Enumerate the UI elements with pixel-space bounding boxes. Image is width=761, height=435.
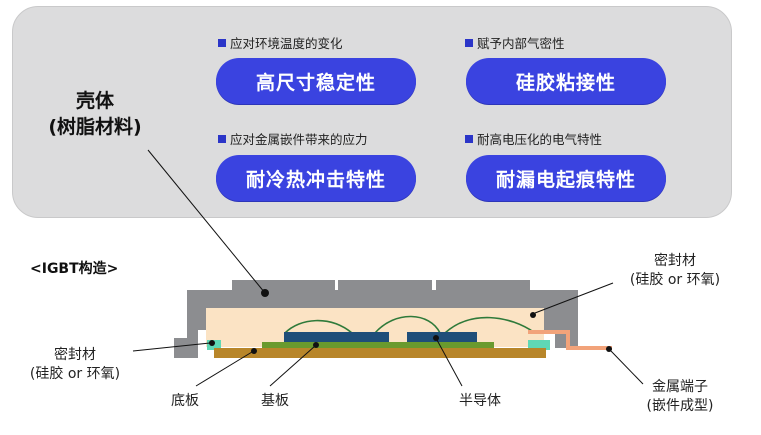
feature-note-3: 应对金属嵌件带来的应力 [218, 132, 368, 148]
label-baseplate: 底板 [171, 393, 199, 409]
shell-label-line1: 壳体 [75, 90, 114, 112]
feature-note-text: 应对金属嵌件带来的应力 [230, 132, 368, 147]
baseplate [214, 348, 546, 358]
leader-dot-sealant-right [530, 312, 536, 318]
label-sealant-right-line2: (硅胶 or 环氧) [629, 272, 721, 288]
label-sealant-left: 密封材 (硅胶 or 环氧) [20, 346, 130, 384]
leader-line-semiconductor [436, 339, 463, 387]
bond-wire [444, 316, 536, 334]
label-sealant-right-line1: 密封材 [654, 253, 696, 269]
bullet-square-icon [218, 135, 226, 143]
shell-label-line2: (树脂材料) [48, 116, 142, 138]
leader-dot-sealant-left [209, 340, 215, 346]
label-sealant-left-line2: (硅胶 or 环氧) [29, 366, 121, 382]
label-sealant-left-line1: 密封材 [54, 347, 96, 363]
label-terminal-line2: (嵌件成型) [646, 398, 714, 414]
sealant-right [528, 340, 550, 350]
bond-wire [374, 315, 441, 334]
leader-line-terminal [610, 350, 644, 385]
label-substrate: 基板 [261, 393, 289, 409]
shell-label: 壳体 (树脂材料) [30, 88, 160, 140]
feature-pill-tracking-resistance: 耐漏电起痕特性 [466, 155, 666, 201]
feature-pill-thermal-shock: 耐冷热冲击特性 [216, 155, 416, 201]
feature-pill-silicone-adhesion: 硅胶粘接性 [466, 58, 666, 104]
leader-dot-terminal [606, 346, 612, 352]
leader-dot-substrate [313, 342, 319, 348]
leader-dot-baseplate [251, 348, 257, 354]
leader-dot-semiconductor [433, 335, 439, 341]
substrate-layer [262, 342, 494, 348]
leader-line-substrate [269, 345, 316, 387]
housing-shell [174, 280, 578, 358]
label-metal-terminal: 金属端子 (嵌件成型) [625, 378, 735, 416]
leader-line-baseplate [195, 351, 253, 387]
feature-pill-dimensional-stability: 高尺寸稳定性 [216, 58, 416, 104]
label-terminal-line1: 金属端子 [652, 379, 708, 395]
leader-line-sealant-left [132, 342, 211, 352]
structure-title: <IGBT构造> [30, 261, 119, 277]
feature-note-text: 应对环境温度的变化 [230, 36, 343, 51]
label-sealant-right: 密封材 (硅胶 or 环氧) [610, 252, 740, 290]
feature-note-4: 耐高电压化的电气特性 [465, 132, 602, 148]
bond-wire [284, 319, 353, 334]
bullet-square-icon [465, 39, 473, 47]
leader-dot-shell [261, 289, 269, 297]
feature-note-1: 应对环境温度的变化 [218, 36, 343, 52]
feature-note-text: 赋予内部气密性 [477, 36, 565, 51]
leader-line-shell [147, 149, 266, 294]
semiconductor-chip [407, 332, 477, 342]
semiconductor-chip [284, 332, 389, 342]
label-semiconductor: 半导体 [459, 393, 501, 409]
metal-terminal [528, 330, 612, 350]
feature-note-2: 赋予内部气密性 [465, 36, 565, 52]
bullet-square-icon [465, 135, 473, 143]
feature-note-text: 耐高电压化的电气特性 [477, 132, 603, 147]
bullet-square-icon [218, 39, 226, 47]
leader-line-sealant-right [534, 282, 614, 314]
